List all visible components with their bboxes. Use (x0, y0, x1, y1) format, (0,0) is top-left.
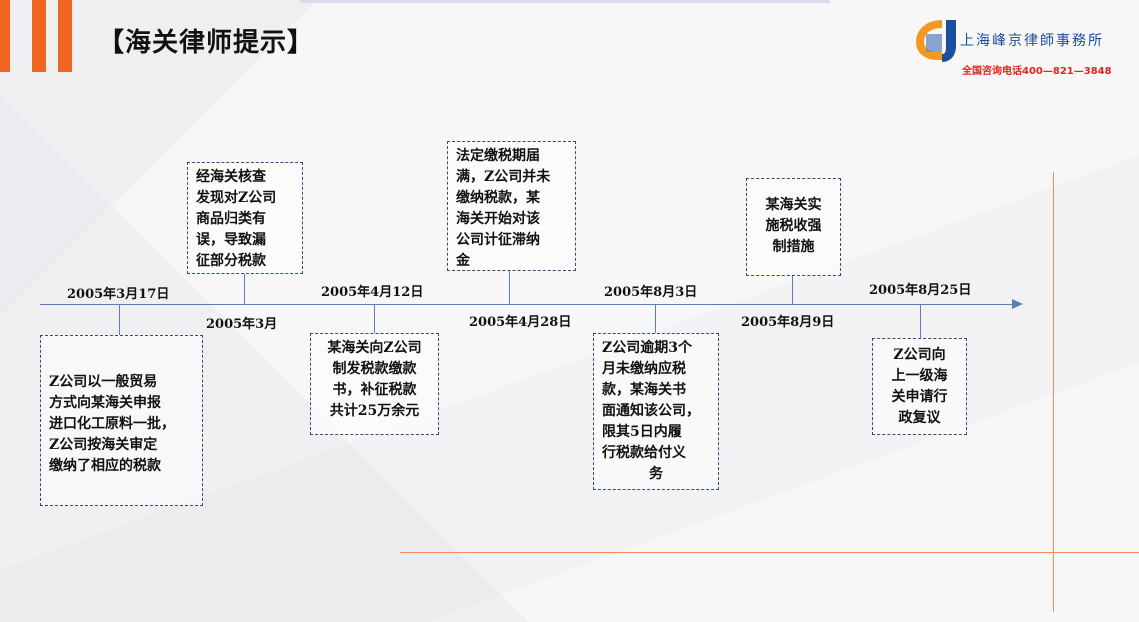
event-date: 2005年3月 (206, 317, 278, 332)
event-text-line: Z公司按海关审定 (49, 437, 158, 453)
top-accent-line (300, 0, 830, 3)
timeline-tick (244, 274, 245, 304)
event-box: Z公司以一般贸易 方式向某海关申报 进口化工原料一批， Z公司按海关审定 缴纳了… (40, 335, 203, 506)
event-text-line: 书，补征税款 (332, 382, 417, 398)
event-text-line: 面通知该公司， (602, 403, 700, 419)
event-box: Z公司逾期3个 月未缴纳应税 款，某海关书 面通知该公司， 限其5日内履 行税款… (593, 333, 719, 490)
event-text-line: 缴纳税款，某 (456, 190, 540, 206)
event-text-line: 限其5日内履 (602, 424, 682, 440)
orange-bar (32, 0, 46, 72)
timeline-tick (374, 305, 375, 333)
timeline-tick (792, 276, 793, 304)
event-text-line: 法定缴税期届 (456, 148, 540, 164)
timeline-tick (509, 271, 510, 304)
event-text-line: 进口化工原料一批， (49, 416, 175, 432)
timeline-tick (920, 305, 921, 338)
event-text-line: 施税收强 (765, 218, 822, 234)
hotline-phone: 全国咨询电话400—821—3848 (962, 66, 1112, 77)
event-date: 2005年3月17日 (67, 287, 170, 302)
event-text-line: 共计25万余元 (329, 403, 420, 419)
timeline-tick (655, 305, 656, 333)
event-text-line: 某海关向Z公司 (327, 340, 422, 356)
event-text-line: 制措施 (772, 239, 815, 255)
event-text-line: Z公司逾期3个 (602, 340, 692, 356)
event-text-line: 关申请行 (891, 389, 948, 405)
event-text-line: Z公司向 (893, 347, 946, 363)
event-box: 某海关向Z公司 制发税款缴款 书，补征税款 共计25万余元 (310, 333, 439, 435)
timeline-axis (40, 304, 1018, 305)
event-text-line: 公司计征滞纳 (456, 232, 540, 248)
event-text-line: 务 (649, 466, 663, 482)
event-text-line: 征部分税款 (196, 253, 266, 269)
event-text-line: 经海关核查 (196, 169, 266, 185)
event-text-line: 月未缴纳应税 (602, 361, 686, 377)
event-text-line: 发现对Z公司 (196, 190, 277, 206)
event-date: 2005年8月3日 (604, 285, 698, 300)
event-text-line: 制发税款缴款 (332, 361, 417, 377)
event-text-line: 行税款给付义 (602, 445, 686, 461)
timeline-tick (119, 305, 120, 335)
event-text-line: 满，Z公司并未 (456, 169, 551, 185)
event-text-line: 海关开始对该 (456, 211, 540, 227)
firm-name: 上海峰京律師事務所 (960, 33, 1104, 49)
event-box: Z公司向 上一级海 关申请行 政复议 (872, 338, 967, 435)
event-box: 某海关实 施税收强 制措施 (746, 178, 841, 276)
event-box: 法定缴税期届 满，Z公司并未 缴纳税款，某 海关开始对该 公司计征滞纳 金 (447, 141, 576, 271)
event-text-line: 款，某海关书 (602, 382, 686, 398)
event-date: 2005年8月9日 (741, 315, 835, 330)
page-title: 【海关律师提示】 (98, 28, 315, 58)
event-text-line: Z公司以一般贸易 (49, 374, 158, 390)
firm-logo-icon (916, 20, 956, 62)
event-text-line: 商品归类有 (196, 211, 266, 227)
event-text-line: 方式向某海关申报 (49, 395, 161, 411)
event-text-line: 上一级海 (891, 368, 948, 384)
orange-bar (58, 0, 72, 72)
event-date: 2005年8月25日 (869, 283, 972, 298)
orange-bar (0, 0, 10, 72)
event-date: 2005年4月28日 (469, 315, 572, 330)
event-text-line: 缴纳了相应的税款 (49, 458, 161, 474)
event-text-line: 某海关实 (765, 197, 822, 213)
timeline-arrow-icon (1012, 299, 1023, 309)
orange-divider-line (400, 552, 1139, 553)
event-date: 2005年4月12日 (321, 285, 424, 300)
event-box: 经海关核查 发现对Z公司 商品归类有 误，导致漏 征部分税款 (187, 162, 303, 274)
orange-bars-decoration (0, 0, 80, 72)
event-text-line: 政复议 (898, 410, 941, 426)
orange-divider-line (1053, 172, 1054, 612)
event-text-line: 金 (456, 253, 470, 269)
event-text-line: 误，导致漏 (196, 232, 266, 248)
